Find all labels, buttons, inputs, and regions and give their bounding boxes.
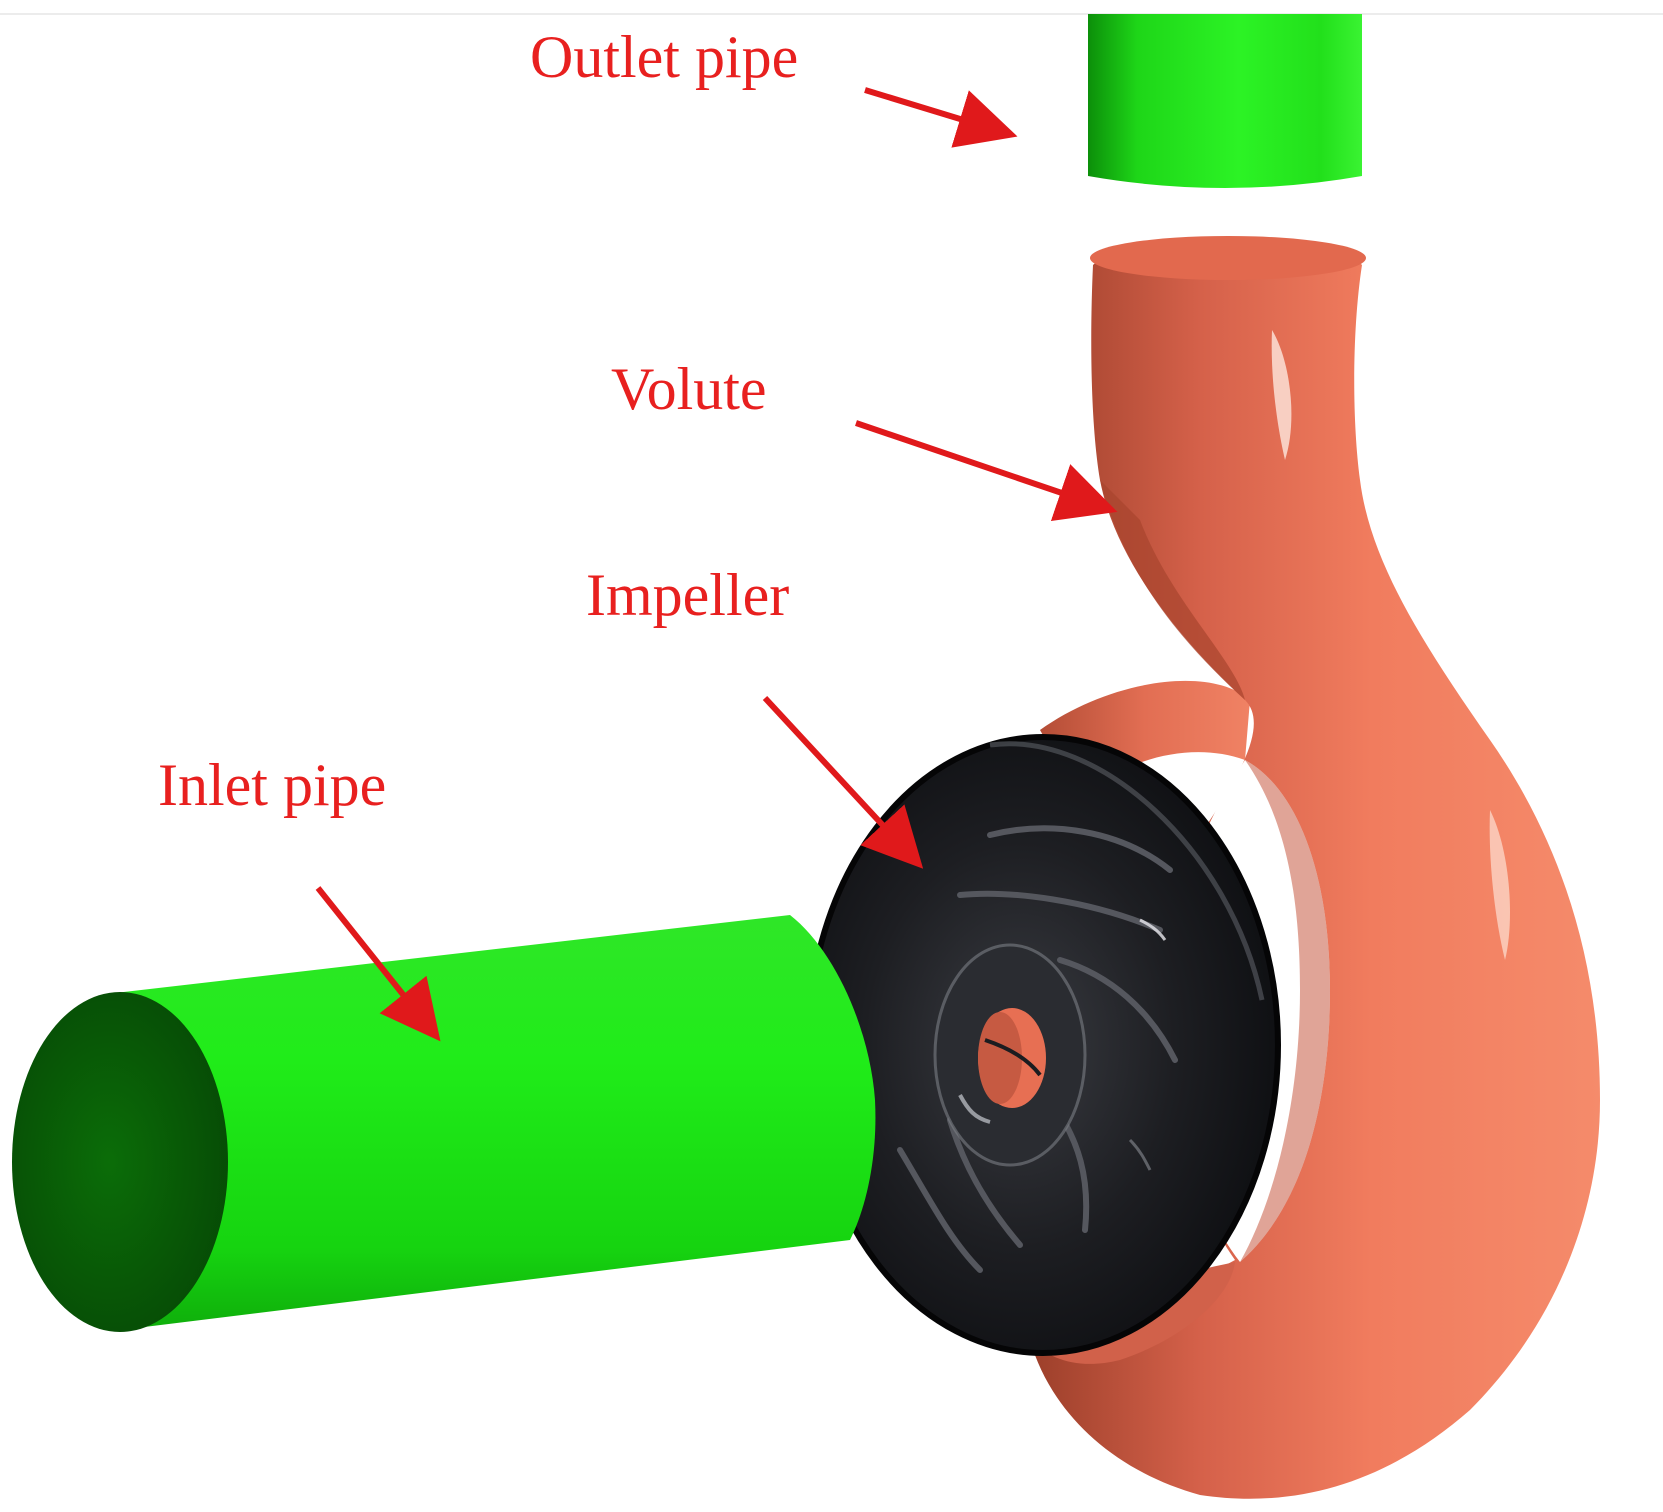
impeller	[805, 734, 1281, 1356]
inlet-pipe-label: Inlet pipe	[158, 752, 386, 818]
outlet-pipe-label: Outlet pipe	[530, 24, 798, 90]
impeller-label: Impeller	[586, 562, 789, 628]
outlet-pipe	[1088, 14, 1362, 188]
inlet-pipe-arrow	[315, 886, 441, 1042]
arrows	[315, 87, 1118, 1042]
volute-outlet-cap	[1090, 236, 1366, 280]
inlet-pipe-body	[115, 915, 876, 1330]
outlet-pipe-arrow	[864, 87, 1018, 148]
volute-label: Volute	[611, 356, 767, 422]
inlet-pipe-end-cap	[12, 992, 228, 1332]
volute-arrow	[855, 420, 1118, 521]
inlet-pipe	[12, 915, 876, 1332]
impeller-arrow	[762, 695, 924, 869]
